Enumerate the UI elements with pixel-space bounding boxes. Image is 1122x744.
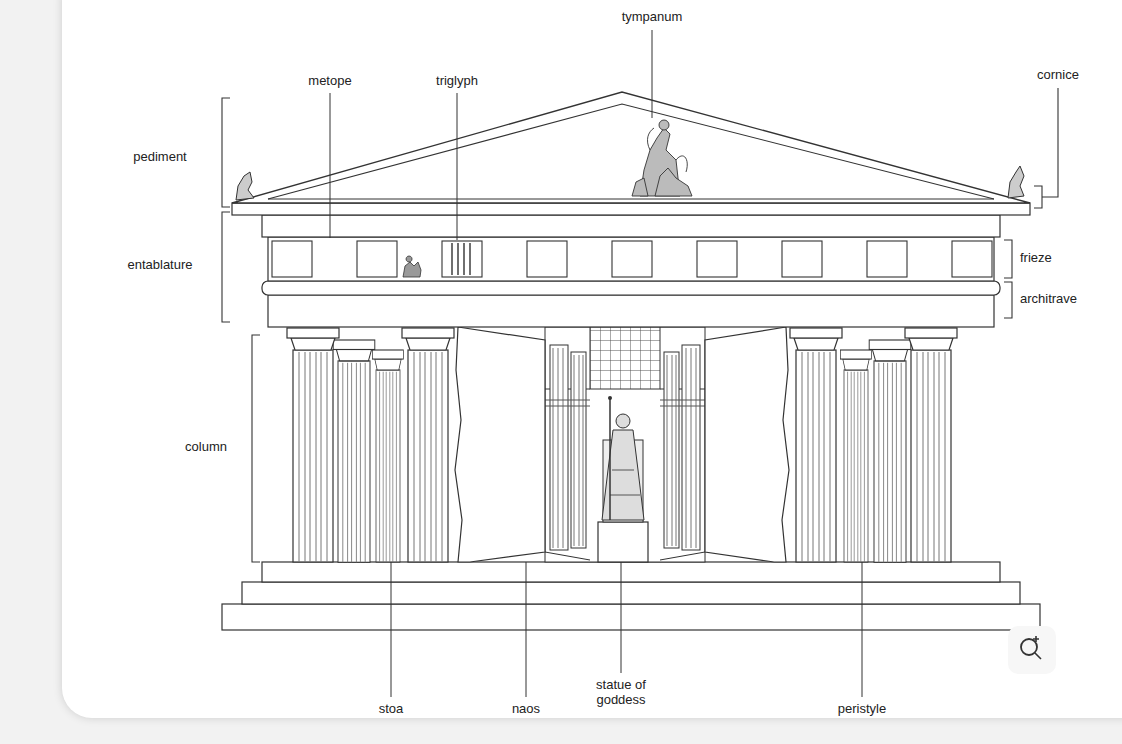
column-front <box>402 328 454 562</box>
naos-column-fluting <box>553 348 696 548</box>
tympanum-base <box>268 199 994 200</box>
column-bracket <box>252 335 260 562</box>
naos-ceiling <box>590 327 660 389</box>
tympanum-sculpture <box>632 120 692 196</box>
leader-lines <box>330 30 862 697</box>
leader-line <box>862 562 863 697</box>
part-label: peristyle <box>838 702 886 717</box>
part-label: entablature <box>127 258 192 273</box>
naos-right-wall <box>705 327 789 562</box>
column-far <box>840 350 871 562</box>
statue-head <box>616 414 630 428</box>
entablature-bracket <box>222 212 230 322</box>
raking-cornice <box>268 104 994 199</box>
entablature-band <box>262 215 1000 237</box>
sculpture-figure <box>632 178 648 196</box>
statue-figure <box>602 430 644 520</box>
cornice-bracket <box>1034 88 1058 208</box>
column-front <box>287 328 339 562</box>
sculpture-figure <box>655 168 692 196</box>
pediment-triangle <box>232 92 1030 203</box>
temple-stylobate <box>262 562 1000 582</box>
metope-panel <box>782 241 822 277</box>
architrave-molding <box>262 281 1000 295</box>
zoom-button <box>1008 626 1056 674</box>
leader-line <box>391 562 392 697</box>
part-label: triglyph <box>436 74 478 89</box>
part-label: column <box>185 440 227 455</box>
part-label: pediment <box>133 150 186 165</box>
cornice-band <box>232 203 1030 215</box>
triglyph-panel <box>442 241 482 277</box>
leader-line <box>652 30 653 118</box>
naos-gallery <box>545 400 705 406</box>
column-front <box>790 328 842 562</box>
metope-panel <box>272 241 312 277</box>
part-label: naos <box>512 702 540 717</box>
metope-panel <box>527 241 567 277</box>
naos-back-wall <box>545 327 705 562</box>
sculpture-arms <box>647 128 687 172</box>
frieze-bracket <box>1004 240 1012 278</box>
acroterion <box>236 172 254 200</box>
metope-row <box>272 241 992 277</box>
metope-panel <box>952 241 992 277</box>
part-label: frieze <box>1020 251 1052 266</box>
part-label: stoa <box>379 702 404 717</box>
naos-ceiling-edge <box>545 389 705 390</box>
leader-line <box>457 93 458 240</box>
metope-panel <box>357 241 397 277</box>
part-label: tympanum <box>622 10 683 25</box>
column-far <box>372 350 403 562</box>
part-label: architrave <box>1020 292 1077 307</box>
leader-line <box>330 93 331 238</box>
architrave-bracket <box>1004 282 1012 318</box>
metope-sculpture <box>403 256 421 277</box>
brackets <box>222 88 1058 562</box>
naos-left-wall <box>455 327 545 562</box>
frieze-band <box>268 237 994 281</box>
statue-spear <box>609 398 611 520</box>
metope-panel <box>697 241 737 277</box>
part-label: statue of goddess <box>583 678 659 708</box>
part-label: metope <box>308 74 351 89</box>
zoom-icon <box>1033 636 1041 659</box>
sculpture-head <box>659 120 669 130</box>
metope-panel <box>612 241 652 277</box>
pediment-bracket <box>222 98 230 207</box>
acroterion <box>1008 166 1024 198</box>
column-middle <box>333 340 375 562</box>
statue-pedestal <box>598 522 648 562</box>
leader-line <box>621 562 622 673</box>
metope-panel <box>867 241 907 277</box>
temple-step <box>242 582 1020 604</box>
column-front <box>905 328 957 562</box>
column-middle <box>869 340 911 562</box>
architrave-band <box>268 295 994 327</box>
zoom-icon <box>1021 639 1037 655</box>
part-label: cornice <box>1037 68 1079 83</box>
statue-drapery <box>610 470 640 495</box>
leader-line <box>526 562 527 697</box>
statue-spear-tip <box>608 396 612 400</box>
triglyph-grooves <box>452 243 470 275</box>
temple-step <box>222 604 1040 630</box>
